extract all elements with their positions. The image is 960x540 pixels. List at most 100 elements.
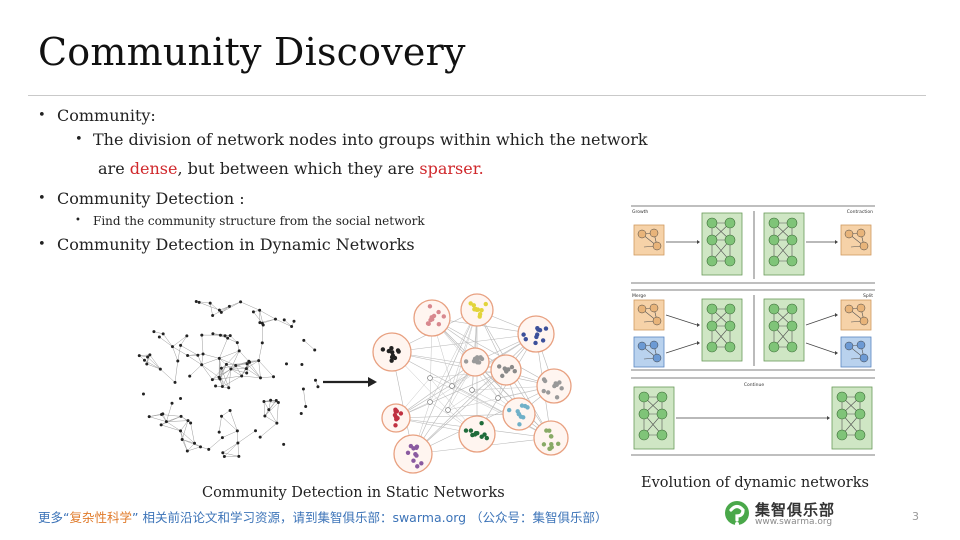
network-edge <box>201 335 204 355</box>
network-edge <box>241 375 261 379</box>
network-node <box>229 367 233 371</box>
box-node <box>638 429 650 441</box>
network-node <box>227 386 231 390</box>
box-node <box>724 234 736 246</box>
box-node <box>844 304 854 314</box>
box-node <box>706 320 718 332</box>
network-node <box>147 415 151 419</box>
network-edge <box>246 360 259 369</box>
box-node <box>856 228 866 238</box>
network-node <box>245 371 249 375</box>
network-node <box>143 358 147 362</box>
community-node <box>482 432 487 437</box>
community-node <box>523 336 528 342</box>
community-node <box>389 346 394 351</box>
community-edge <box>395 369 507 419</box>
flow-arrowhead <box>697 240 700 244</box>
community-node <box>476 360 482 365</box>
network-edge <box>209 303 213 316</box>
community-edge <box>451 385 552 439</box>
network-edge <box>221 301 241 313</box>
box-node <box>768 341 780 353</box>
community-node <box>479 420 484 426</box>
network-edge <box>221 416 238 432</box>
page-number: 3 <box>912 510 919 523</box>
network-node <box>220 436 224 440</box>
network-edge <box>219 375 242 380</box>
community-box <box>840 336 872 368</box>
box-node <box>706 217 718 229</box>
network-node <box>170 401 174 405</box>
community-box <box>633 299 665 331</box>
network-node <box>173 380 177 384</box>
network-edge <box>202 353 220 359</box>
bridge-node <box>495 395 501 401</box>
bullet-community: Community: <box>38 106 678 126</box>
network-edge <box>237 430 239 443</box>
community-node <box>408 443 414 449</box>
flow-arrowhead <box>827 416 830 420</box>
box-node <box>656 429 668 441</box>
community-node <box>484 435 490 441</box>
network-edge <box>230 361 249 370</box>
network-node <box>261 323 265 327</box>
box-node <box>859 241 869 251</box>
community-node <box>389 358 394 363</box>
box-node <box>768 234 780 246</box>
network-node <box>276 400 280 404</box>
network-edge <box>149 354 161 370</box>
footer-note: 更多“复杂性科学” 相关前沿论文和学习资源，请到集智俱乐部：swarma.org… <box>38 507 608 526</box>
community-edge <box>395 333 537 419</box>
network-node <box>237 349 241 353</box>
network-edge <box>222 430 238 438</box>
network-edge <box>218 416 222 433</box>
network-edge <box>153 331 164 335</box>
box-node <box>786 303 798 315</box>
network-node <box>193 441 197 445</box>
flow-arrowhead <box>697 323 700 327</box>
community-node <box>463 359 469 364</box>
network-edge <box>139 354 150 356</box>
keyword-sparser: sparser. <box>419 159 484 178</box>
network-node <box>161 332 165 336</box>
network-node <box>236 441 240 445</box>
community-node <box>473 306 479 312</box>
network-node <box>201 352 205 356</box>
network-edge <box>219 358 222 369</box>
box-node <box>637 304 647 314</box>
community-node <box>522 403 528 409</box>
footer-highlight: 复杂性科学 <box>69 510 132 525</box>
community-node <box>394 417 399 422</box>
network-node <box>194 299 198 303</box>
box-node <box>768 217 780 229</box>
community-box <box>840 299 872 331</box>
network-node <box>284 362 288 366</box>
network-edge <box>181 420 189 440</box>
network-node <box>186 419 190 423</box>
community-node <box>419 461 424 466</box>
network-node <box>210 378 214 382</box>
community-node <box>533 340 538 346</box>
network-node <box>159 423 163 427</box>
network-edge <box>264 402 279 417</box>
community-node <box>541 442 547 447</box>
community-node <box>393 409 398 414</box>
network-node <box>211 313 215 317</box>
flow-arrow <box>665 314 698 326</box>
network-edge <box>237 442 240 457</box>
community-box <box>633 336 665 368</box>
network-node <box>258 376 262 380</box>
community-node <box>543 326 549 331</box>
bullet-community-definition: The division of network nodes into group… <box>38 130 678 150</box>
network-node <box>211 332 215 336</box>
community-node <box>473 431 479 436</box>
network-node <box>292 319 296 323</box>
community-node <box>393 423 398 428</box>
network-edge <box>221 410 231 417</box>
network-node <box>271 375 275 379</box>
network-edge <box>146 363 161 370</box>
network-edge <box>228 369 232 388</box>
flow-arrow <box>665 342 698 354</box>
flow-arrow <box>805 342 836 354</box>
network-node <box>235 341 239 345</box>
